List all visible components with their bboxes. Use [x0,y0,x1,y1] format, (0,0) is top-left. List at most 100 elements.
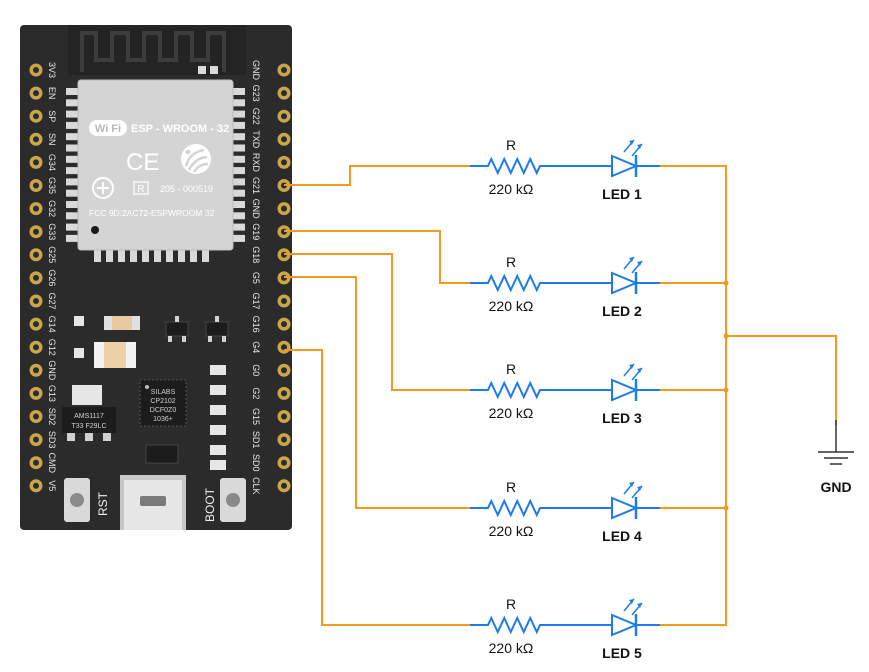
header-pin-hole [33,482,39,489]
led-symbol [611,256,660,295]
left-pin-header: 3V3ENSPSNG34G35G32G33G25G26G27G14G12GNDG… [29,62,57,493]
resistor-name: R [506,137,516,153]
led-label: LED 2 [602,303,642,319]
resistor-name: R [506,596,516,612]
module-pin [233,133,245,141]
resistor-name: R [506,254,516,270]
right-pin-label: CLK [251,477,261,495]
ground-bus-taps [660,282,726,509]
boot-button[interactable] [220,478,246,522]
module-name: ESP - WROOM - 32 [131,123,229,135]
antenna-trace [80,31,226,72]
left-pin-label: G26 [47,269,57,286]
module-pin [66,88,78,95]
right-pin-label: G4 [251,341,261,353]
led-symbol [611,363,660,402]
ldo-regulator-chip: AMS1117 T33 F29LC [62,407,116,441]
header-pin-hole [33,67,39,73]
gnd-label: GND [820,479,851,495]
led-label: LED 3 [602,410,642,426]
led-symbol [611,481,660,520]
right-pin-label: SD1 [251,431,261,449]
left-pin-label: V5 [47,480,57,491]
resistor-value: 220 kΩ [489,640,534,656]
smd-component [210,405,226,415]
header-pin-hole [33,436,39,443]
smd-component [210,365,226,375]
resistor-value: 220 kΩ [489,405,534,421]
right-pin-label: G5 [251,272,261,284]
module-pin [106,250,113,262]
right-pin-label: SD0 [251,454,261,472]
wires [284,165,837,626]
right-pin-label: G2 [251,387,261,399]
module-pin [66,155,78,163]
header-pin-hole [281,390,287,397]
header-pin-hole [33,321,39,328]
left-pin-label: G27 [47,292,57,309]
module-pin [66,201,78,208]
header-pin-hole [33,274,39,281]
boot-label: BOOT [203,487,217,522]
module-pin [66,167,78,175]
usb-chip-line-4: 1036+ [153,416,173,423]
smd-component [74,348,84,358]
module-pin [66,234,78,242]
resistor [470,380,612,400]
wire-g19 [284,230,470,284]
wire-g4 [284,349,470,626]
led-symbol [611,139,660,178]
module-pin [233,144,245,152]
transistor [165,316,189,342]
left-pin-label: G33 [47,223,57,240]
right-pin-label: G22 [251,108,261,125]
left-pin-label: CMD [47,452,57,473]
module-pin [154,250,161,262]
header-pin-hole [281,344,287,351]
usb-bridge-chip: SILABS CP2102 DCF0Z0 1036+ [139,379,187,427]
left-pin-label: G32 [47,200,57,217]
ground-bus [660,165,727,626]
rst-label: RST [96,491,110,516]
left-pin-label: SD2 [47,408,57,426]
right-pin-label: G18 [251,246,261,263]
led-branch: R 220 kΩ LED 3 [470,361,660,426]
left-pin-label: SP [47,110,57,122]
header-pin-hole [33,390,39,397]
junction-dot [723,387,729,393]
right-pin-label: G21 [251,177,261,194]
smd-component [210,385,226,395]
module-pin [66,110,78,118]
smd-component [210,445,226,455]
header-pin-hole [281,459,287,466]
header-pin-hole [281,321,287,328]
right-pin-label: GND [251,199,261,220]
capacitor-body [104,342,126,368]
module-pin [142,250,149,262]
header-pin-hole [281,482,287,489]
wifi-badge-text: Wi Fi [95,123,121,135]
left-pin-label: G34 [47,154,57,171]
header-pin-hole [33,367,39,374]
transistor [205,316,229,342]
header-pin-hole [33,205,39,212]
header-pin-hole [281,159,287,166]
left-pin-label: 3V3 [47,62,57,78]
cert-number: 205 - 000519 [160,184,213,194]
ground-wire [726,335,837,425]
header-pin-hole [281,136,287,143]
led-label: LED 5 [602,645,642,661]
espressif-logo-icon [181,144,211,174]
resistor-name: R [506,361,516,377]
header-pin-hole [281,90,287,97]
ground-symbol-icon [818,420,854,465]
wire-g5 [284,276,470,509]
wire-g18 [284,253,470,391]
usb-chip-line-3: DCF0Z0 [150,407,177,414]
rst-button[interactable] [64,478,90,522]
module-pin [66,133,78,141]
